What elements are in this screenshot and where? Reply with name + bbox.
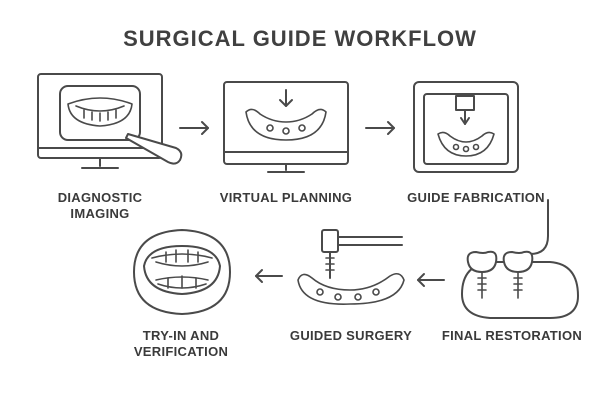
open-mouth-icon [133,229,231,315]
connector-curve [519,199,549,255]
step-label-guide-fabrication: GUIDE FABRICATION [396,190,556,206]
step-label-try-in: TRY-IN AND VERIFICATION [116,328,246,360]
step-label-line1: FINAL RESTORATION [441,328,583,343]
step-label-guided-surgery: GUIDED SURGERY [276,328,426,344]
step-label-line1: GUIDE FABRICATION [407,190,545,205]
3d-printer-icon [413,81,519,173]
implant-crowns-icon [461,250,579,319]
monitor-with-pen-icon [37,73,183,169]
monitor-planning-icon [223,81,349,173]
arrow-left-1 [417,273,445,287]
arrow-right-1 [179,121,209,135]
diagram-title: SURGICAL GUIDE WORKFLOW [123,26,477,51]
step-label-line1: GUIDED SURGERY [289,328,413,343]
step-label-line1: TRY-IN AND [142,328,220,343]
step-label-line2: IMAGING [70,206,130,221]
arrow-right-2 [365,121,395,135]
drill-guide-icon [297,229,405,305]
step-label-final-restoration: FINAL RESTORATION [432,328,592,344]
arrow-left-2 [255,269,283,283]
step-label-line1: VIRTUAL PLANNING [219,190,353,205]
step-label-virtual-planning: VIRTUAL PLANNING [206,190,366,206]
step-label-line2: VERIFICATION [133,344,229,359]
step-label-diagnostic-imaging: DIAGNOSTIC IMAGING [40,190,160,222]
step-label-line1: DIAGNOSTIC [57,190,143,205]
